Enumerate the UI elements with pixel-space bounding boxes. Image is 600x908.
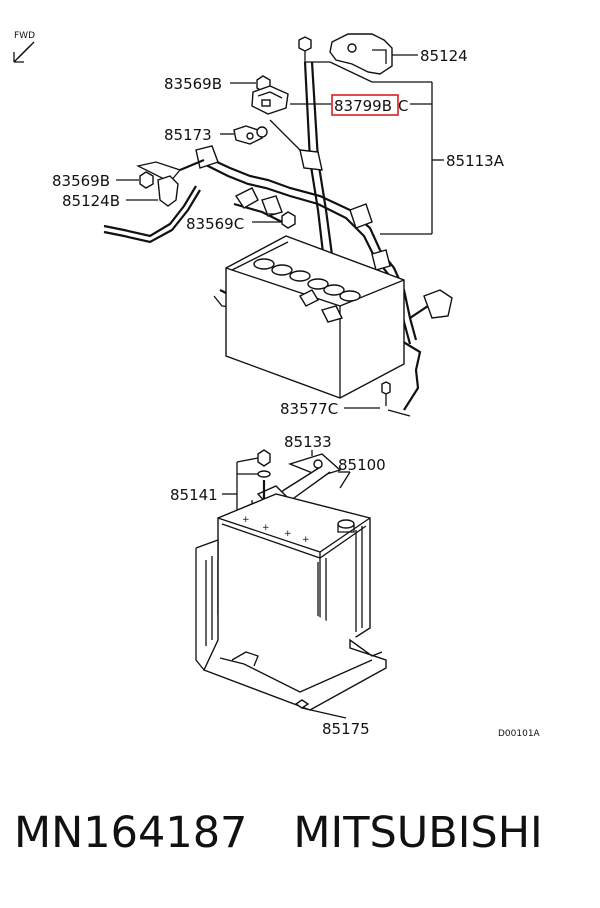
highlight-box-83799B xyxy=(331,94,399,116)
label-83569B-top: 83569B xyxy=(164,75,222,93)
svg-text:+: + xyxy=(284,529,292,539)
label-85124: 85124 xyxy=(420,47,468,65)
nut-83569C xyxy=(281,211,296,229)
bracket-85124B xyxy=(136,161,182,183)
svg-text:+: + xyxy=(242,515,250,525)
bolt-top xyxy=(298,36,312,62)
fwd-label: FWD xyxy=(14,31,35,41)
label-85124B: 85124B xyxy=(62,192,120,210)
label-85100: 85100 xyxy=(338,456,386,474)
label-83569B-left: 83569B xyxy=(52,172,110,190)
fwd-arrow-icon xyxy=(13,41,35,63)
nut-83569B-left xyxy=(139,171,154,189)
label-85175: 85175 xyxy=(322,720,370,738)
battery-tray-85175 xyxy=(195,539,387,711)
svg-text:+: + xyxy=(302,535,310,545)
svg-text:+: + xyxy=(262,523,270,533)
label-83799B-suffix: C xyxy=(398,97,408,115)
part-number: MN164187 xyxy=(14,808,248,858)
label-85173: 85173 xyxy=(164,126,212,144)
parts-diagram: FWD 85124 83569B 83799B C 85113A xyxy=(13,31,541,739)
label-83569C: 83569C xyxy=(186,215,244,233)
terminal-cover-85124 xyxy=(329,33,393,75)
brand-name: MITSUBISHI xyxy=(293,808,543,858)
battery-upper xyxy=(225,235,405,399)
relay-block-83799B xyxy=(251,85,289,115)
caption: MN164187 MITSUBISHI xyxy=(14,808,594,858)
drawing-id: D00101A xyxy=(498,729,541,739)
label-83799B: 83799B xyxy=(334,97,392,115)
connector-85173 xyxy=(233,125,268,145)
label-85141: 85141 xyxy=(170,486,218,504)
leader-85113A xyxy=(305,61,444,235)
bolt-83577C xyxy=(381,381,391,406)
label-85133: 85133 xyxy=(284,433,332,451)
label-83577C: 83577C xyxy=(280,400,338,418)
label-85113A: 85113A xyxy=(446,152,505,170)
cap-85124B xyxy=(157,175,179,207)
